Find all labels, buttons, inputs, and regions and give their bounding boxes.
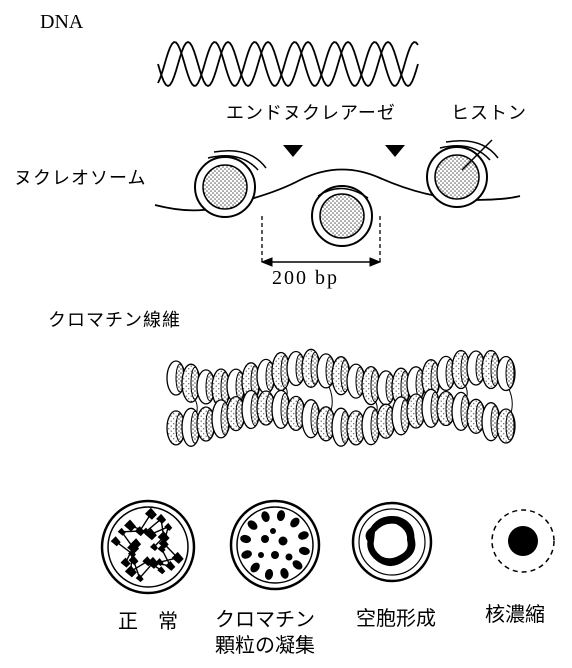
nucleus-label-vacuolization: 空胞形成: [356, 608, 436, 628]
nucleosome-label: ヌクレオソーム: [14, 170, 146, 188]
chromatin-fiber-label: クロマチン線維: [48, 312, 181, 330]
nucleus-label-pyknosis: 核濃縮: [485, 604, 545, 624]
nucleosome-right: [427, 141, 498, 207]
vacuolization-icon: [353, 503, 431, 581]
nucleus-label-normal: 正 常: [118, 611, 178, 631]
nucleosome-middle: [312, 186, 372, 246]
endonuclease-label: エンドヌクレアーゼ: [226, 105, 396, 123]
chromatin-aggregation-icon: [231, 501, 319, 589]
pyknosis-icon: [492, 510, 554, 572]
dna-helix-icon: [158, 42, 418, 86]
cleavage-arrow-icon: [283, 145, 303, 157]
normal-nucleus-icon: [102, 501, 194, 593]
spacing-label: 200 bp: [272, 268, 339, 288]
dna-label: DNA: [40, 12, 83, 32]
nucleus-label-aggregation: クロマチン 顆粒の凝集: [215, 606, 315, 658]
cleavage-arrow-icon: [385, 145, 405, 157]
chromatin-fiber-icon: [167, 349, 515, 446]
nucleosome-left: [195, 151, 266, 217]
histone-label: ヒストン: [451, 105, 527, 123]
